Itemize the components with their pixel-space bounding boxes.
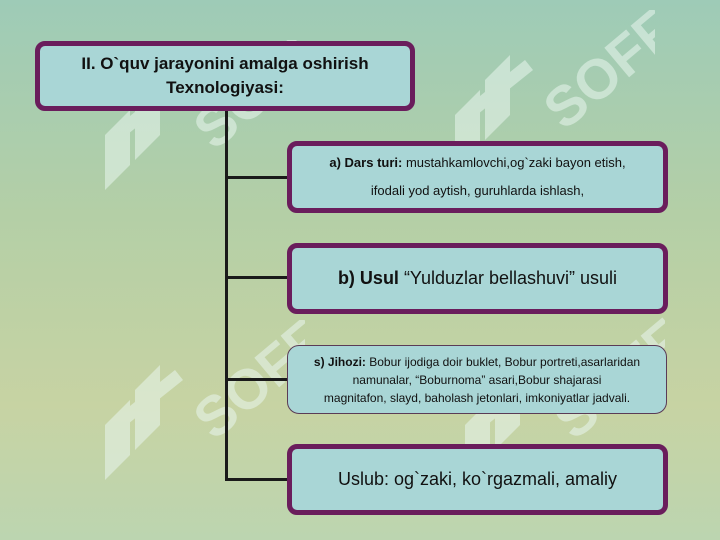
soff-logo-icon: SOFF xyxy=(105,320,305,480)
title-line-1: II. O`quv jarayonini amalga oshirish xyxy=(81,54,369,73)
method-label: b) Usul xyxy=(337,268,399,288)
style-text: Uslub: og`zaki, ko`rgazmali, amaliy xyxy=(337,469,618,489)
equipment-label: s) Jihozi: xyxy=(313,354,370,369)
method-box: b) Usul “Yulduzlar bellashuvi” usuli xyxy=(287,243,668,314)
connector-branch-a xyxy=(225,176,287,179)
lesson-type-box: a) Dars turi: mustahkamlovchi,og`zaki ba… xyxy=(287,141,668,213)
connector-branch-d xyxy=(225,478,287,481)
connector-branch-s xyxy=(225,378,287,381)
lesson-type-text: mustahkamlovchi,og`zaki bayon etish, xyxy=(405,155,626,170)
style-box: Uslub: og`zaki, ko`rgazmali, amaliy xyxy=(287,444,668,515)
method-line: b) Usul “Yulduzlar bellashuvi” usuli xyxy=(292,268,663,289)
lesson-type-line-1: a) Dars turi: mustahkamlovchi,og`zaki ba… xyxy=(292,149,663,177)
svg-text:SOFF: SOFF xyxy=(531,10,655,141)
title-box: II. O`quv jarayonini amalga oshirish Tex… xyxy=(35,41,415,111)
equipment-line-2: namunalar, “Boburnoma” asari,Bobur shaja… xyxy=(352,372,602,387)
equipment-line-1: s) Jihozi: Bobur ijodiga doir buklet, Bo… xyxy=(288,353,666,371)
title-line-2: Texnologiyasi: xyxy=(166,78,284,97)
method-text: “Yulduzlar bellashuvi” usuli xyxy=(398,268,618,288)
connector-trunk xyxy=(225,110,228,480)
equipment-line-3: magnitafon, slayd, baholash jetonlari, i… xyxy=(323,390,631,405)
lesson-type-line-2: ifodali yod aytish, guruhlarda ishlash, xyxy=(370,183,585,198)
lesson-type-label: a) Dars turi: xyxy=(329,155,406,170)
connector-branch-b xyxy=(225,276,287,279)
equipment-text: Bobur ijodiga doir buklet, Bobur portret… xyxy=(369,354,641,369)
equipment-box: s) Jihozi: Bobur ijodiga doir buklet, Bo… xyxy=(287,345,667,414)
watermark-logo: SOFF xyxy=(95,320,305,500)
